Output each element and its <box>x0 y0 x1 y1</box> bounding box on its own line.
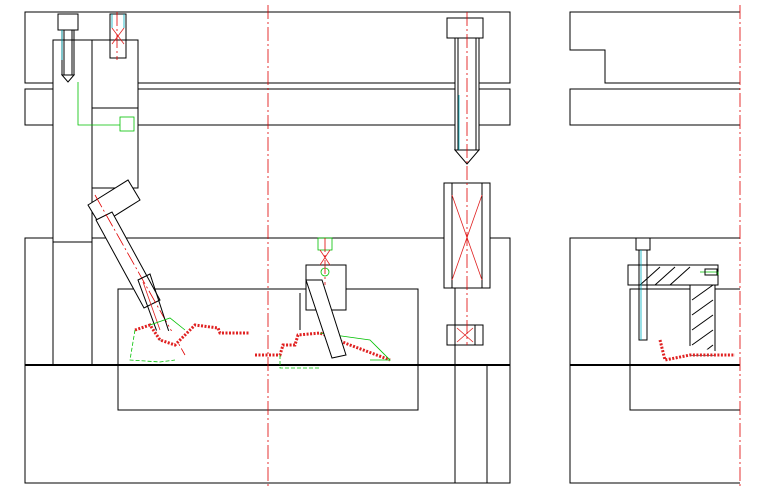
socket-screw-icon <box>635 237 651 341</box>
core-plate <box>24 364 511 484</box>
guide-line-1 <box>77 82 120 126</box>
part-guide-right <box>319 332 391 361</box>
rv-core-plate <box>569 364 740 484</box>
right-view <box>569 5 741 488</box>
wedge-body <box>91 107 139 189</box>
left-view <box>24 5 511 488</box>
part-guide-left <box>129 329 176 363</box>
rv-cavity-pocket <box>629 288 740 411</box>
top-plate <box>24 11 511 84</box>
rv-a-plate <box>569 88 740 126</box>
spring-icon <box>109 13 127 59</box>
lifter-icon <box>299 237 347 359</box>
rv-part-profile <box>658 339 735 362</box>
cavity-plate <box>24 237 511 366</box>
socket-screw-icon <box>57 13 79 83</box>
rv-pin <box>704 268 718 276</box>
rv-slider-side <box>689 284 716 356</box>
part-guide-right-2 <box>279 355 320 369</box>
a-plate <box>24 88 511 126</box>
part-profile-left <box>134 323 250 347</box>
rv-top-plate <box>569 11 740 84</box>
part-guide-left-2 <box>149 317 186 331</box>
part-profile-right <box>255 331 391 362</box>
rv-guide <box>700 271 719 275</box>
guide-block <box>119 116 135 132</box>
